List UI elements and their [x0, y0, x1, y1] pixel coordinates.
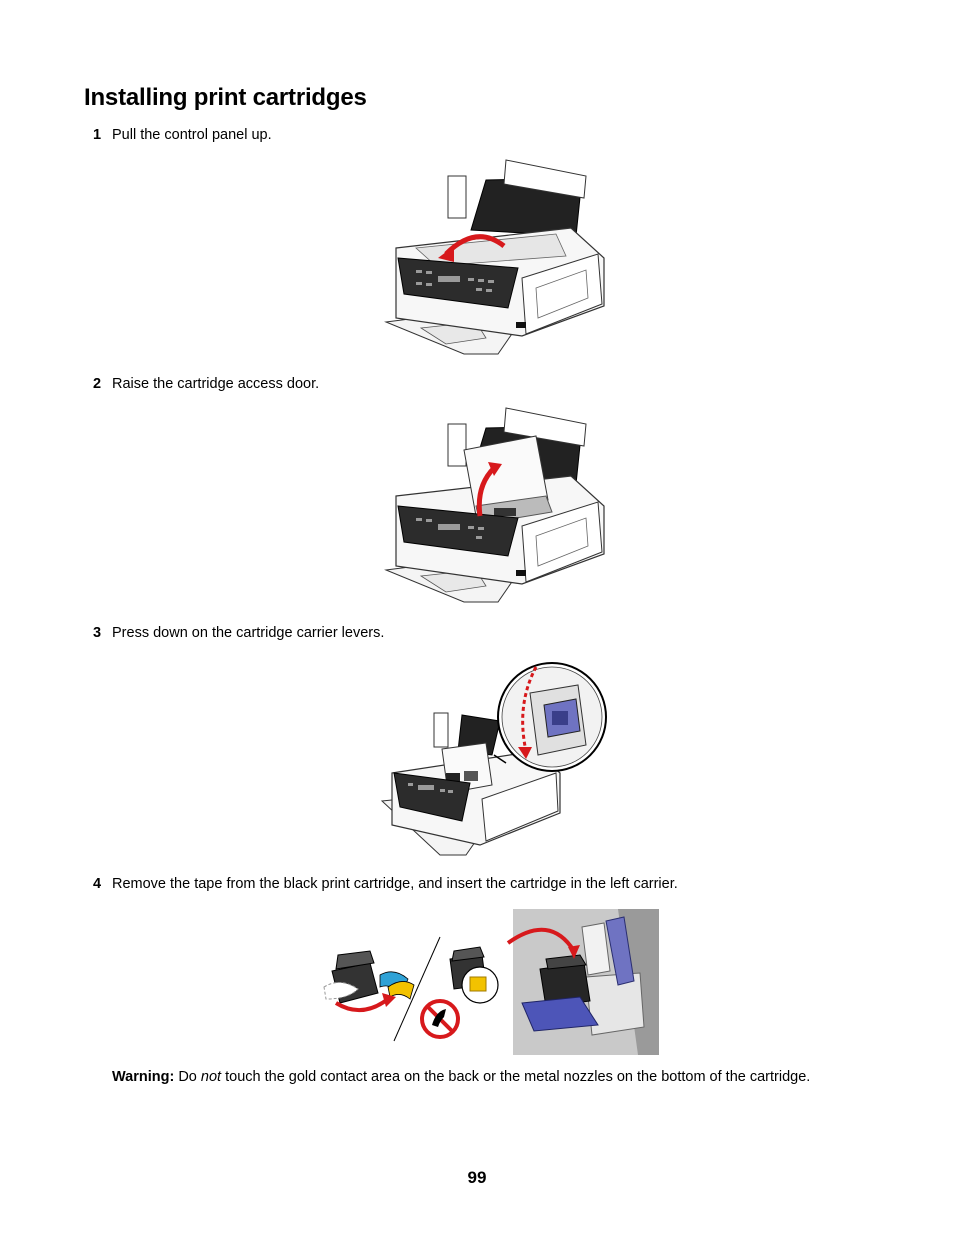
printer-illustration-carrier-levers-zoom [380, 662, 607, 856]
cartridge-tape-removal [323, 950, 415, 1012]
step-text: Remove the tape from the black print car… [112, 876, 678, 892]
page-number: 99 [467, 1168, 487, 1187]
step-3: 3 Press down on the cartridge carrier lev… [93, 624, 384, 642]
step-4: 4 Remove the tape from the black print ca… [93, 875, 678, 893]
cartridge-tape-removal-and-insertion [323, 909, 659, 1055]
step-number: 1 [93, 127, 102, 143]
do-not-touch-warning-icon [420, 946, 499, 1039]
step-text: Raise the cartridge access door. [112, 376, 320, 392]
step-text: Press down on the cartridge carrier leve… [112, 625, 385, 641]
printer-illustration-control-panel-up [384, 159, 605, 355]
warning-label: Warning: [112, 1069, 175, 1085]
warning-text-pre: Do [178, 1069, 197, 1085]
step-text: Pull the control panel up. [112, 127, 272, 143]
warning-note: Warning: Do not touch the gold contact a… [112, 1069, 810, 1085]
step-2: 2 Raise the cartridge access door. [93, 375, 319, 393]
step-number: 4 [93, 876, 102, 892]
step-1: 1 Pull the control panel up. [93, 126, 272, 144]
step-number: 2 [93, 376, 102, 392]
page-title: Installing print cartridges [84, 84, 367, 111]
step-number: 3 [93, 625, 102, 641]
cartridge-insertion-photo [506, 909, 659, 1055]
warning-text-post: touch the gold contact area on the back … [225, 1069, 811, 1085]
warning-emphasis: not [200, 1069, 222, 1085]
printer-illustration-access-door-raised [384, 407, 605, 603]
